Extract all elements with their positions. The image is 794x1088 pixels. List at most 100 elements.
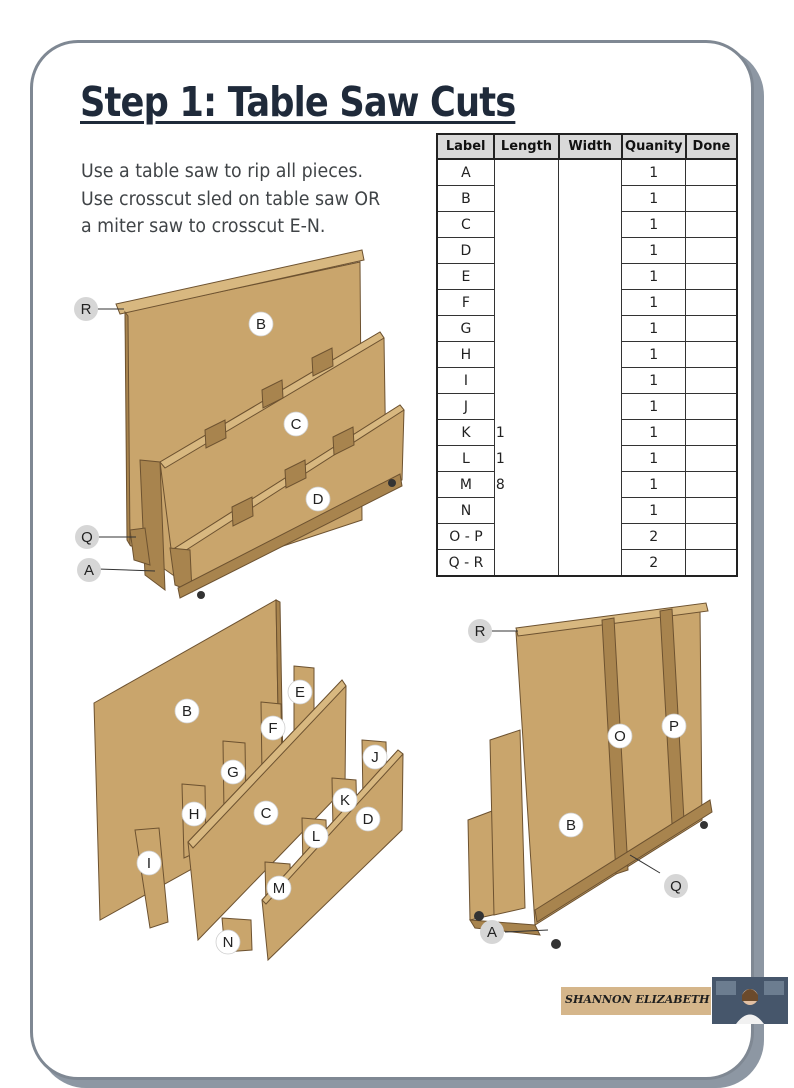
cell-width	[558, 471, 623, 498]
callout-label: H	[189, 806, 200, 823]
cell-done[interactable]	[685, 289, 739, 316]
cell-width	[558, 419, 623, 446]
cell-label: B	[435, 185, 495, 212]
cell-length	[493, 523, 560, 550]
cell-label: J	[435, 393, 495, 420]
cell-length	[493, 159, 560, 186]
cell-label: F	[435, 289, 495, 316]
rail-r	[115, 249, 365, 315]
cell-done[interactable]	[685, 419, 739, 446]
callout-exploded: L	[303, 823, 329, 849]
dividers	[204, 347, 355, 527]
callout-label: A	[84, 562, 94, 579]
cell-length: 1	[493, 445, 560, 472]
cell-quantity: 1	[621, 315, 687, 342]
cell-length: 8	[493, 471, 560, 498]
callout-assembled-back: B	[558, 812, 584, 838]
callout-label: F	[268, 720, 277, 737]
cell-label: L	[435, 445, 495, 472]
callout-label: P	[669, 718, 679, 735]
cell-label: G	[435, 315, 495, 342]
cell-quantity: 1	[621, 419, 687, 446]
callout-label: Q	[670, 878, 682, 895]
cell-width	[558, 497, 623, 524]
callout-exploded: F	[260, 715, 286, 741]
header-width: Width	[557, 133, 623, 160]
cell-length	[493, 289, 560, 316]
header-quantity: Quanity	[620, 133, 687, 160]
instruction-line: Use a table saw to rip all pieces.	[81, 161, 364, 182]
callout-assembled-front: C	[283, 411, 309, 437]
header-length: Length	[493, 133, 560, 160]
callout-assembled-back: Q	[664, 874, 688, 898]
callout-assembled-back: P	[661, 713, 687, 739]
callout-exploded: G	[220, 759, 246, 785]
author-photo	[712, 977, 788, 1024]
cell-quantity: 2	[621, 549, 687, 577]
callout-assembled-back: A	[480, 920, 504, 944]
callout-exploded: M	[266, 875, 292, 901]
cell-length	[493, 263, 560, 290]
callout-exploded: K	[332, 787, 358, 813]
cell-done[interactable]	[685, 523, 739, 550]
cell-done[interactable]	[685, 497, 739, 524]
cell-done[interactable]	[685, 549, 739, 577]
cell-done[interactable]	[685, 341, 739, 368]
cell-quantity: 1	[621, 341, 687, 368]
cell-length	[493, 393, 560, 420]
caster	[197, 591, 205, 599]
cell-width	[558, 393, 623, 420]
cell-width	[558, 315, 623, 342]
callout-label: E	[295, 684, 305, 701]
callout-label: M	[273, 880, 286, 897]
cell-done[interactable]	[685, 471, 739, 498]
callout-label: B	[182, 703, 192, 720]
instructions: Use a table saw to rip all pieces. Use c…	[81, 158, 399, 241]
callout-exploded: H	[181, 801, 207, 827]
brand-name: SHANNON ELIZABETH	[565, 993, 710, 1006]
author-photo-icon	[712, 977, 788, 1024]
cell-done[interactable]	[685, 185, 739, 212]
cell-width	[558, 341, 623, 368]
callout-exploded: J	[362, 744, 388, 770]
table-header-row: Label Length Width Quanity Done	[435, 133, 739, 160]
cell-done[interactable]	[685, 315, 739, 342]
caster	[474, 911, 484, 921]
header-done: Done	[684, 133, 739, 160]
exploded-view	[93, 599, 404, 962]
cell-label: N	[435, 497, 495, 524]
caster	[551, 939, 561, 949]
callout-label: B	[566, 817, 576, 834]
page-title: Step 1: Table Saw Cuts	[80, 78, 516, 126]
cell-done[interactable]	[685, 445, 739, 472]
cell-quantity: 2	[621, 523, 687, 550]
callout-assembled-front: R	[74, 297, 98, 321]
callout-label: I	[147, 855, 151, 872]
assembled-front-view	[96, 249, 405, 599]
header-label: Label	[435, 133, 496, 160]
cell-quantity: 1	[621, 263, 687, 290]
callout-assembled-back: O	[607, 723, 633, 749]
cell-length: 1	[493, 419, 560, 446]
caster	[388, 479, 396, 487]
cell-length	[493, 497, 560, 524]
callout-label: K	[340, 792, 350, 809]
cell-done[interactable]	[685, 393, 739, 420]
cell-done[interactable]	[685, 263, 739, 290]
cell-width	[558, 367, 623, 394]
callout-label: D	[363, 811, 374, 828]
cell-length	[493, 315, 560, 342]
cell-length	[493, 341, 560, 368]
table-row: Q - R 2	[435, 549, 739, 577]
cell-quantity: 1	[621, 289, 687, 316]
instruction-line: Use crosscut sled on table saw OR	[81, 188, 381, 210]
cell-label: Q - R	[435, 549, 495, 577]
